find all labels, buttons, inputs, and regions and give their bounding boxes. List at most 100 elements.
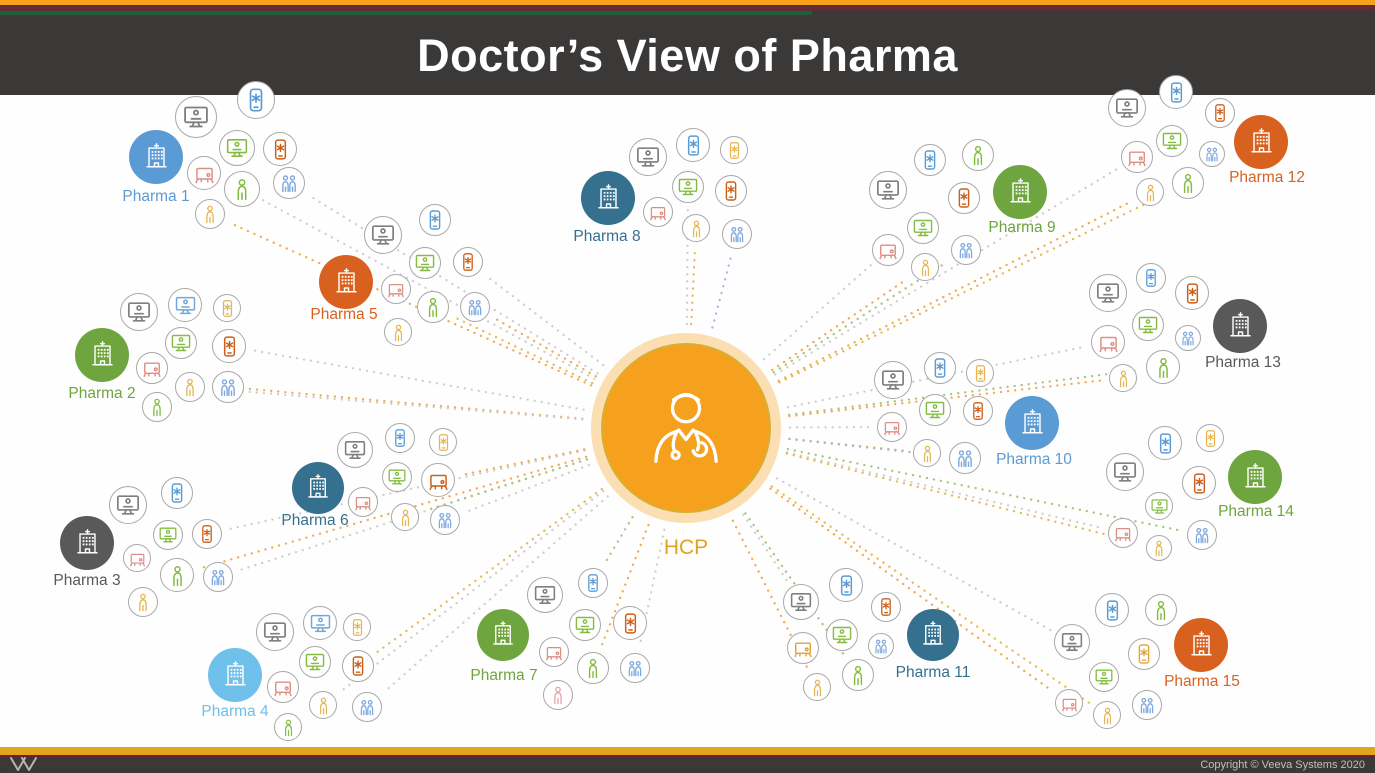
satellite-node	[417, 291, 449, 323]
person-icon	[1183, 173, 1193, 194]
monitor-icon	[1114, 462, 1136, 482]
person-icon	[319, 697, 327, 714]
satellite-node	[165, 327, 197, 359]
person-icon	[853, 665, 863, 686]
satellite-node	[263, 132, 297, 166]
satellite-node	[963, 396, 993, 426]
satellite-node	[352, 692, 382, 722]
phone-app-icon	[1205, 429, 1215, 447]
phone-app-icon	[934, 358, 946, 378]
satellite-node	[672, 171, 704, 203]
satellite-node	[1095, 593, 1129, 627]
satellite-node	[907, 212, 939, 244]
satellite-node	[142, 392, 172, 422]
phone-app-icon	[249, 88, 263, 112]
monitor-icon	[1150, 498, 1168, 514]
pharma-node	[1174, 618, 1228, 672]
hcp-node	[591, 333, 781, 523]
tablet-hands-icon	[195, 167, 213, 183]
monitor-icon	[388, 469, 406, 485]
connection-line	[260, 198, 596, 380]
satellite-node	[409, 247, 441, 279]
people-icon	[282, 175, 296, 193]
tablet-hands-icon	[429, 474, 447, 490]
pharma-label: Pharma 13	[1205, 354, 1281, 371]
tablet-hands-icon	[1115, 527, 1131, 542]
satellite-node	[676, 128, 710, 162]
satellite-node	[212, 371, 244, 403]
satellite-node	[1128, 638, 1160, 670]
satellite-node	[826, 619, 858, 651]
connection-line	[690, 248, 697, 326]
hospital-building-icon	[1229, 311, 1251, 336]
satellite-node	[1091, 325, 1125, 359]
monitor-icon	[790, 593, 812, 611]
tablet-hands-icon	[546, 646, 562, 661]
phone-app-icon	[725, 181, 737, 201]
satellite-node	[869, 171, 907, 209]
pharma-label: Pharma 14	[1218, 503, 1294, 520]
monitor-icon	[882, 370, 904, 390]
satellite-node	[1089, 662, 1119, 692]
phone-app-icon	[687, 134, 699, 156]
satellite-node	[1146, 350, 1180, 384]
hcp-circle	[601, 343, 771, 513]
tablet-hands-icon	[794, 642, 812, 658]
connection-line	[249, 348, 585, 411]
satellite-node	[720, 136, 748, 164]
satellite-node	[224, 171, 260, 207]
people-icon	[1206, 147, 1218, 162]
satellite-node	[620, 653, 650, 683]
satellite-node	[949, 442, 981, 474]
satellite-node	[219, 130, 255, 166]
satellite-node	[962, 139, 994, 171]
person-icon	[153, 398, 161, 417]
satellite-node	[128, 587, 158, 617]
monitor-icon	[637, 147, 659, 167]
satellite-node	[1136, 263, 1166, 293]
satellite-node	[924, 352, 956, 384]
monitor-icon	[1097, 283, 1119, 303]
satellite-node	[212, 329, 246, 363]
connection-line	[685, 207, 689, 326]
connection-line	[775, 477, 1054, 633]
pharma-node	[1213, 299, 1267, 353]
tablet-hands-icon	[143, 362, 161, 378]
people-icon	[360, 699, 374, 716]
monitor-icon	[344, 441, 366, 459]
phone-app-icon	[924, 150, 936, 170]
satellite-node	[419, 204, 451, 236]
pharma-node	[1234, 115, 1288, 169]
person-icon	[1158, 357, 1168, 378]
satellite-node	[1136, 178, 1164, 206]
hcp-label: HCP	[663, 536, 709, 559]
phone-app-icon	[1146, 269, 1156, 287]
satellite-node	[871, 592, 901, 622]
pharma-label: Pharma 4	[201, 703, 269, 720]
phone-app-icon	[1138, 644, 1150, 664]
satellite-node	[160, 558, 194, 592]
people-icon	[730, 226, 744, 243]
satellite-node	[1172, 167, 1204, 199]
person-icon	[588, 658, 598, 679]
satellite-node	[274, 713, 302, 741]
phone-app-icon	[352, 656, 364, 676]
satellite-node	[364, 216, 402, 254]
satellite-node	[1196, 424, 1224, 452]
tablet-hands-icon	[884, 421, 900, 436]
connection-line	[464, 463, 590, 514]
people-icon	[468, 299, 482, 316]
pharma-label: Pharma 7	[470, 667, 538, 684]
pharma-node	[208, 648, 262, 702]
monitor-icon	[925, 401, 945, 419]
satellite-node	[629, 138, 667, 176]
satellite-node	[430, 505, 460, 535]
people-icon	[628, 660, 642, 677]
satellite-node	[1199, 141, 1225, 167]
phone-app-icon	[1106, 599, 1118, 621]
connection-line	[786, 345, 1088, 409]
pharma-node	[1005, 396, 1059, 450]
monitor-icon	[534, 586, 556, 604]
person-icon	[401, 509, 409, 526]
